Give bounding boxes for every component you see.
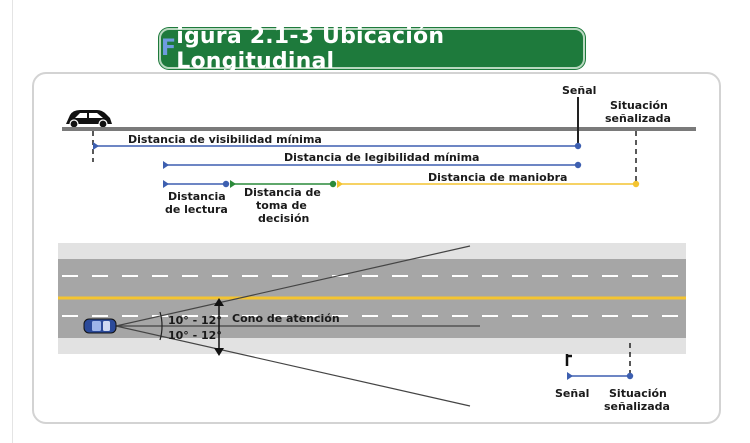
legibility-end-dot	[574, 161, 582, 169]
bottom-start-arrow	[567, 372, 573, 380]
car-icon	[66, 110, 112, 129]
figure-title-text: igura 2.1-3 Ubicación Longitudinal	[176, 23, 445, 74]
visibility-start-arrow	[93, 142, 99, 150]
bottom-situation-label-line2: señalizada	[604, 400, 670, 413]
signal-post-icon	[565, 354, 572, 366]
cone-of-attention-label: Cono de atención	[232, 312, 340, 325]
top-road-line	[62, 127, 696, 131]
decision-end-dot	[329, 180, 337, 188]
reading-end-dot	[222, 180, 230, 188]
visibility-distance-label: Distancia de visibilidad mínima	[128, 133, 322, 146]
page-left-rule	[12, 0, 13, 443]
lower-angle-label: 10° - 12°	[168, 329, 222, 342]
decision-label-line1: Distancia de	[244, 186, 321, 199]
bottom-situation-label-line1: Situación	[609, 387, 667, 400]
maneuver-start-arrow	[337, 180, 343, 188]
bottom-end-dot	[626, 372, 634, 380]
decision-label-line2: toma de	[256, 199, 307, 212]
upper-angle-label: 10° - 12°	[168, 314, 222, 327]
decision-start-arrow	[230, 180, 236, 188]
cone-width-arrow-top	[214, 298, 224, 306]
cone-lower-line	[115, 325, 471, 407]
road-top-view	[58, 243, 686, 354]
top-situation-label-line1: Situación	[610, 99, 668, 112]
vehicle-top-view-icon	[83, 318, 117, 334]
maneuver-distance-label: Distancia de maniobra	[428, 171, 567, 184]
reading-start-arrow	[163, 180, 169, 188]
reading-label-line2: de lectura	[165, 203, 228, 216]
maneuver-end-dot	[632, 180, 640, 188]
cone-upper-line	[115, 245, 471, 327]
lower-angle-arc	[159, 325, 163, 341]
top-situation-label-line2: señalizada	[605, 112, 671, 125]
bottom-signal-label: Señal	[555, 387, 589, 400]
cone-width-arrow-bottom	[214, 348, 224, 356]
diagram-frame	[32, 72, 721, 424]
top-signal-label: Señal	[562, 84, 596, 97]
legibility-distance-label: Distancia de legibilidad mínima	[284, 151, 479, 164]
decision-label-line3: decisión	[258, 212, 309, 225]
figure-title-first-letter: F	[161, 36, 177, 61]
upper-angle-arc	[159, 311, 163, 327]
legibility-start-arrow	[163, 161, 169, 169]
reading-label-line1: Distancia	[168, 190, 226, 203]
visibility-end-dot	[574, 142, 582, 150]
